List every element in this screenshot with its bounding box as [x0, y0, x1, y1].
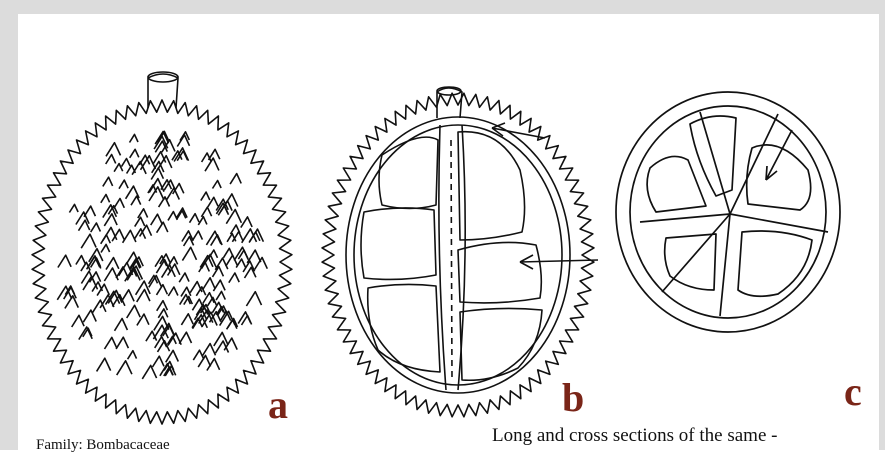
- family-caption: Family: Bombacaceae: [36, 438, 170, 453]
- page-edge-right: [879, 0, 885, 450]
- page-edge-top: [0, 0, 885, 14]
- label-b: b: [562, 378, 584, 418]
- label-a: a: [268, 385, 288, 425]
- label-c: c: [844, 372, 862, 412]
- sections-caption: Long and cross sections of the same -: [492, 426, 777, 445]
- page-edge-left: [0, 0, 18, 450]
